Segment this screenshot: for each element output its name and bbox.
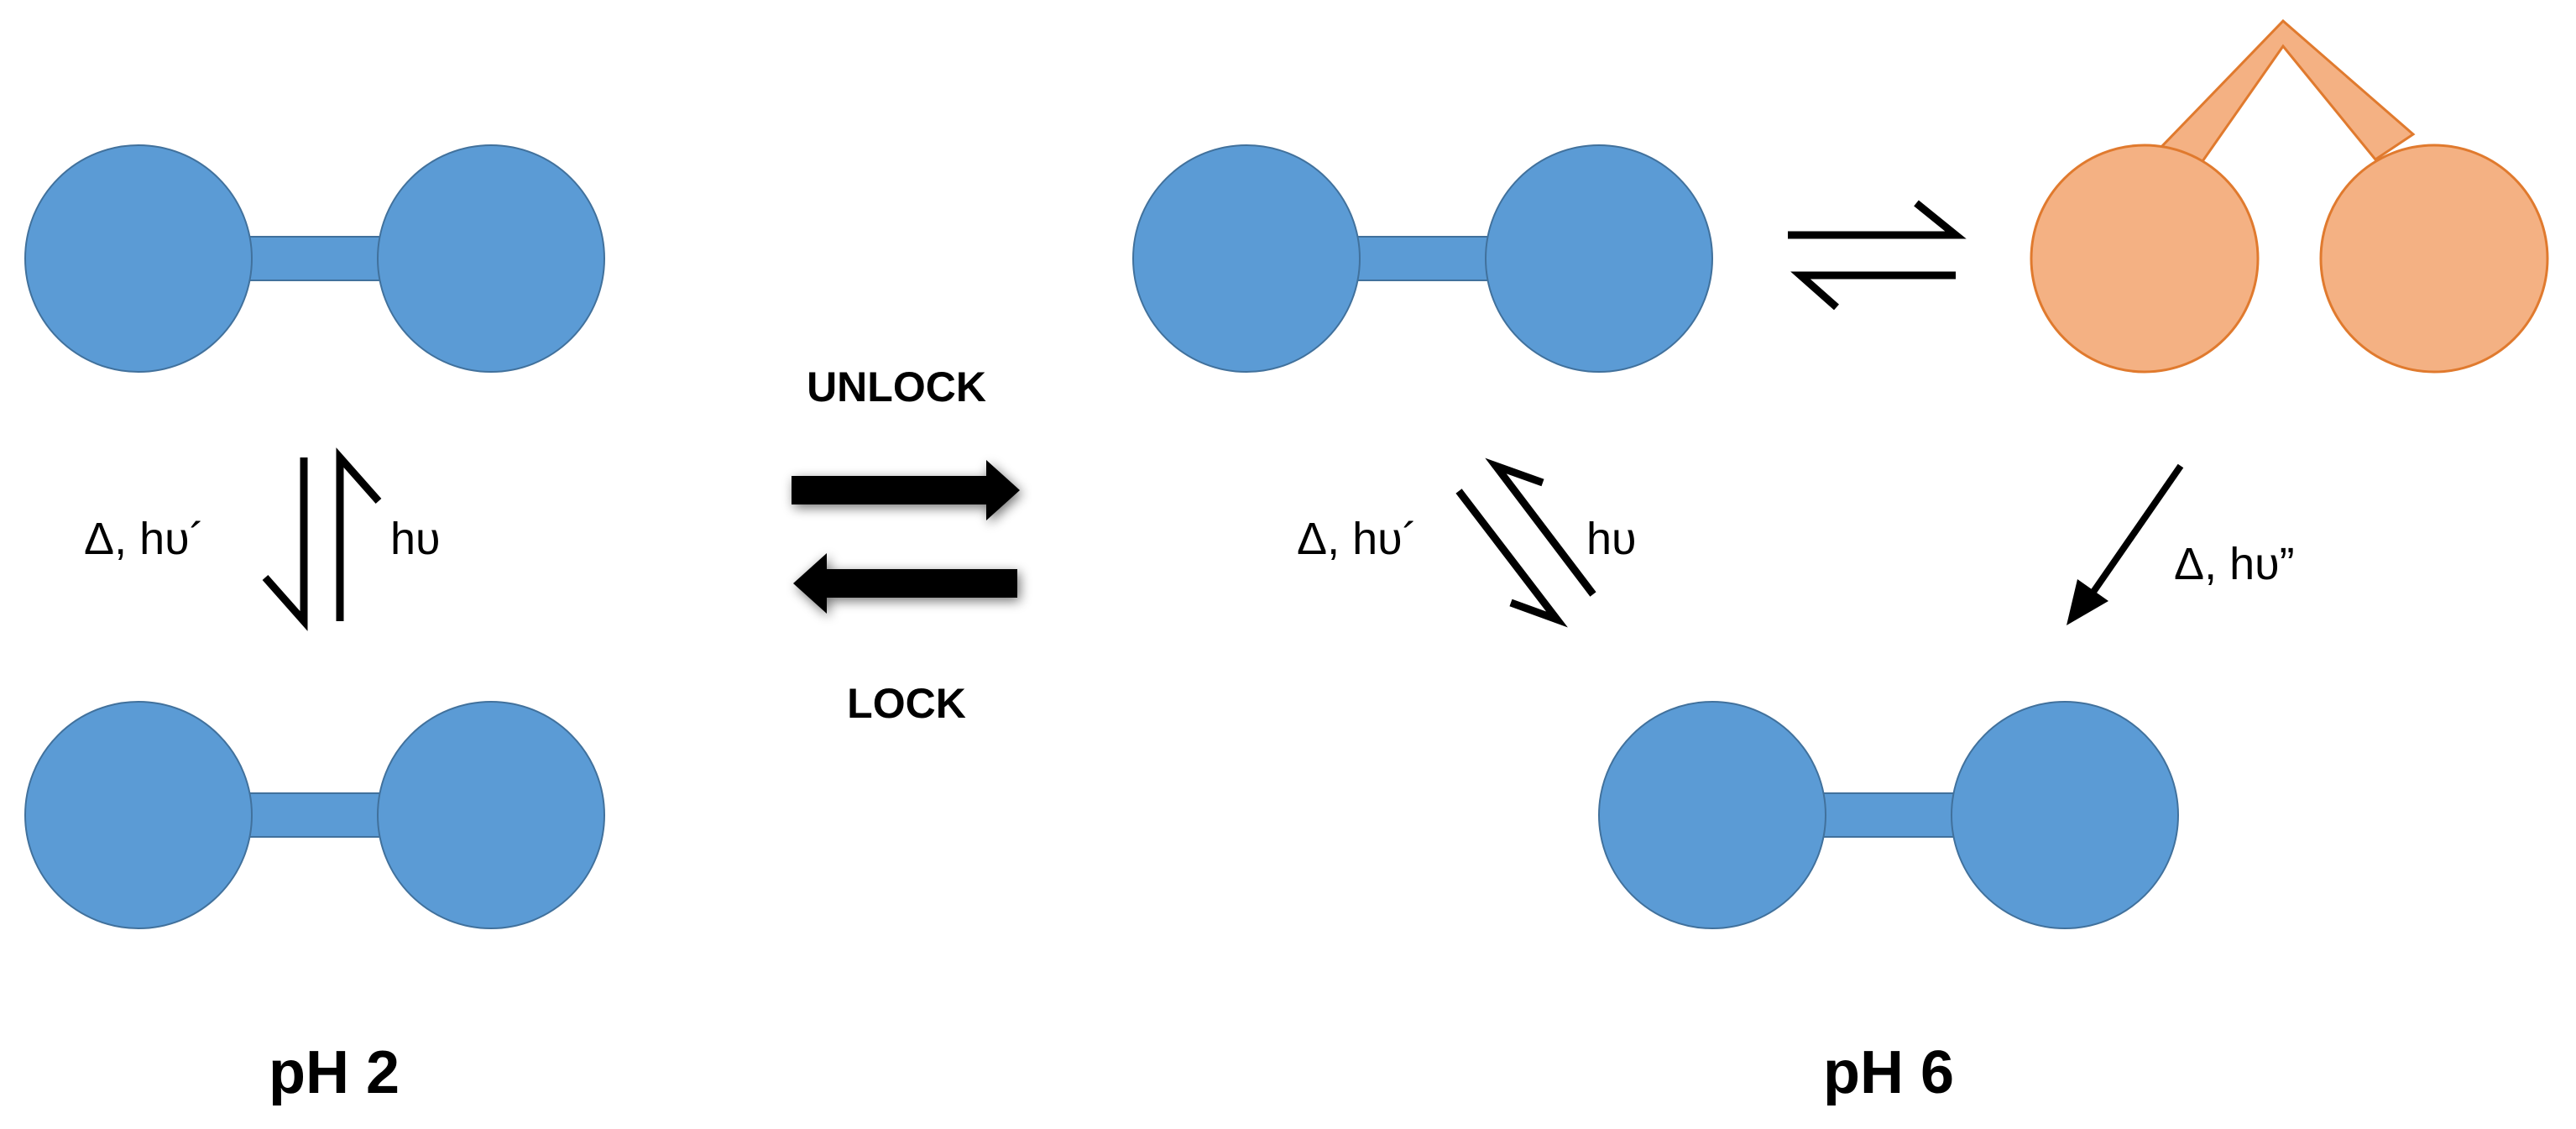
- equilibrium-arrow-horizontal: [1788, 200, 1967, 311]
- label-right-forward-condition: hυ: [1586, 514, 1637, 564]
- unlock-arrow: [792, 460, 1020, 520]
- equilibrium-arrow-diagonal: [1455, 457, 1596, 628]
- label-ph-left: pH 2: [269, 1039, 400, 1106]
- label-left-reverse-condition: Δ, hυ´: [84, 514, 205, 564]
- molecule-open-top-right: [2030, 18, 2549, 374]
- label-irreversible-condition: Δ, hυ”: [2174, 539, 2295, 589]
- equilibrium-arrow-left: [262, 447, 382, 631]
- molecule-closed-bottom-right: [1598, 701, 2179, 929]
- label-ph-right: pH 6: [1823, 1039, 1954, 1106]
- label-left-forward-condition: hυ: [390, 514, 441, 564]
- lock-arrow: [793, 553, 1017, 614]
- irreversible-arrow: [2067, 463, 2184, 625]
- molecule-closed-top-left: [24, 144, 605, 373]
- label-right-reverse-condition: Δ, hυ´: [1297, 514, 1418, 564]
- label-unlock: UNLOCK: [807, 363, 986, 410]
- molecule-closed-top-center: [1132, 144, 1713, 373]
- label-lock: LOCK: [847, 680, 966, 727]
- molecule-closed-bottom-left: [24, 701, 605, 929]
